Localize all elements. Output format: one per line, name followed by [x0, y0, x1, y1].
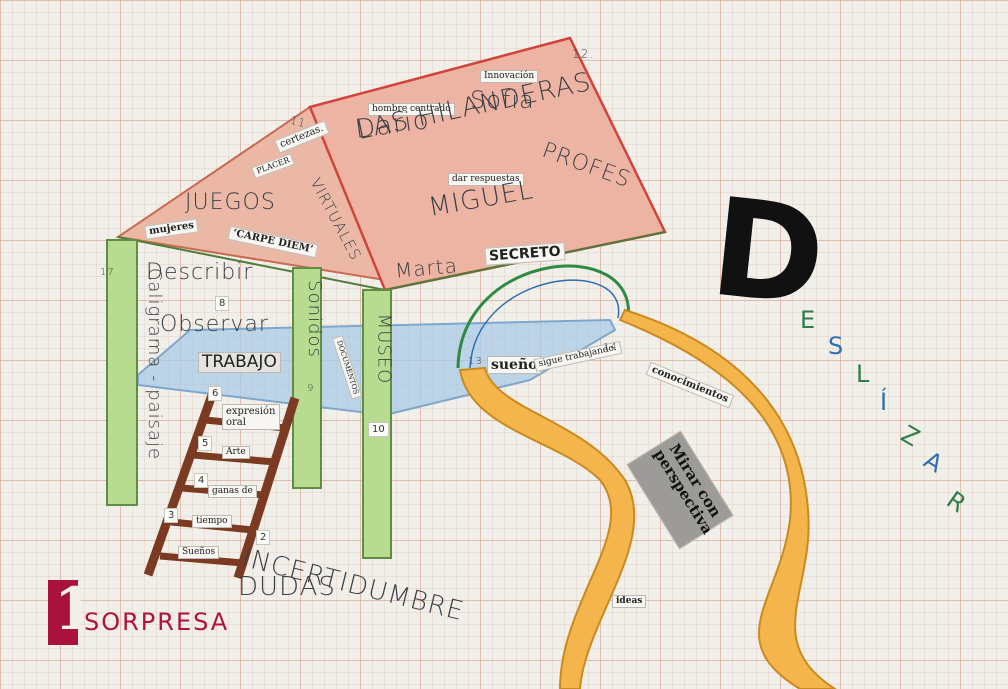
ladder-number-6: 6 — [208, 386, 223, 401]
deslizar-letter-e: E — [800, 306, 816, 334]
ladder-number-2: 2 — [256, 530, 271, 545]
arch-number-13: 13 — [468, 356, 483, 367]
road-left — [458, 366, 636, 689]
clip-hombre-centrado: hombre centrado — [368, 103, 455, 116]
ladder-label-ganas: ganas de — [208, 485, 257, 498]
sorpresa-text: SORPRESA — [84, 608, 230, 636]
pillar-left-text: Caligrama - paisaje — [144, 267, 166, 461]
pillar-right-text: MUSEO — [373, 313, 395, 385]
deslizar-letter-l: L — [856, 360, 870, 388]
deslizar-letter-i: Í — [880, 388, 888, 416]
deslizar-letter-s: S — [828, 332, 844, 360]
road-right — [618, 308, 837, 689]
roof-word-marta: Marta — [394, 253, 459, 283]
pillar-number-17: 17 — [100, 267, 115, 278]
ladder-number-4: 4 — [194, 473, 209, 488]
ladder-label-suenos: Sueños — [178, 546, 220, 559]
wall-word-observar: Observar — [160, 312, 269, 337]
big-letter-d: D — [704, 168, 832, 337]
roof-word-juegos: JUEGOS — [185, 190, 276, 215]
number-one: 1 — [54, 575, 95, 643]
pillar-middle-number: 9 — [307, 383, 315, 394]
clip-ideas: ideas — [612, 595, 647, 608]
arch-number-14: 14 — [603, 342, 618, 353]
ladder-label-arte: Arte — [222, 446, 250, 459]
ladder-rail-right — [233, 396, 300, 580]
green-arch — [456, 264, 630, 369]
pillar-middle-text: Sonidos — [303, 280, 325, 358]
number-one-bar — [48, 580, 78, 645]
ladder-label-expresion: expresión oral — [222, 404, 280, 430]
pillar-left — [106, 239, 138, 506]
roof-number-12: 12. — [572, 47, 595, 61]
roof-word-sofia: Sofia — [470, 86, 535, 114]
clip-dar-respuestas: dar respuestas — [448, 173, 524, 186]
word-dudas: DUDAS — [238, 572, 336, 602]
wall-word-describir: Describir — [146, 260, 254, 285]
clip-innovacion: Innovación — [480, 70, 539, 83]
ladder-number-5: 5 — [198, 436, 213, 451]
ladder-rail-left — [143, 393, 217, 577]
clip-sueno: sueño — [487, 356, 542, 374]
pillar-right-number: 10 — [368, 422, 389, 437]
clip-trabajo: TRABAJO — [198, 352, 281, 373]
pillar-middle — [292, 267, 322, 489]
ladder-number-3: 3 — [164, 508, 179, 523]
ladder-label-tiempo: tiempo — [192, 515, 232, 528]
wall-number-8: 8 — [215, 296, 230, 311]
